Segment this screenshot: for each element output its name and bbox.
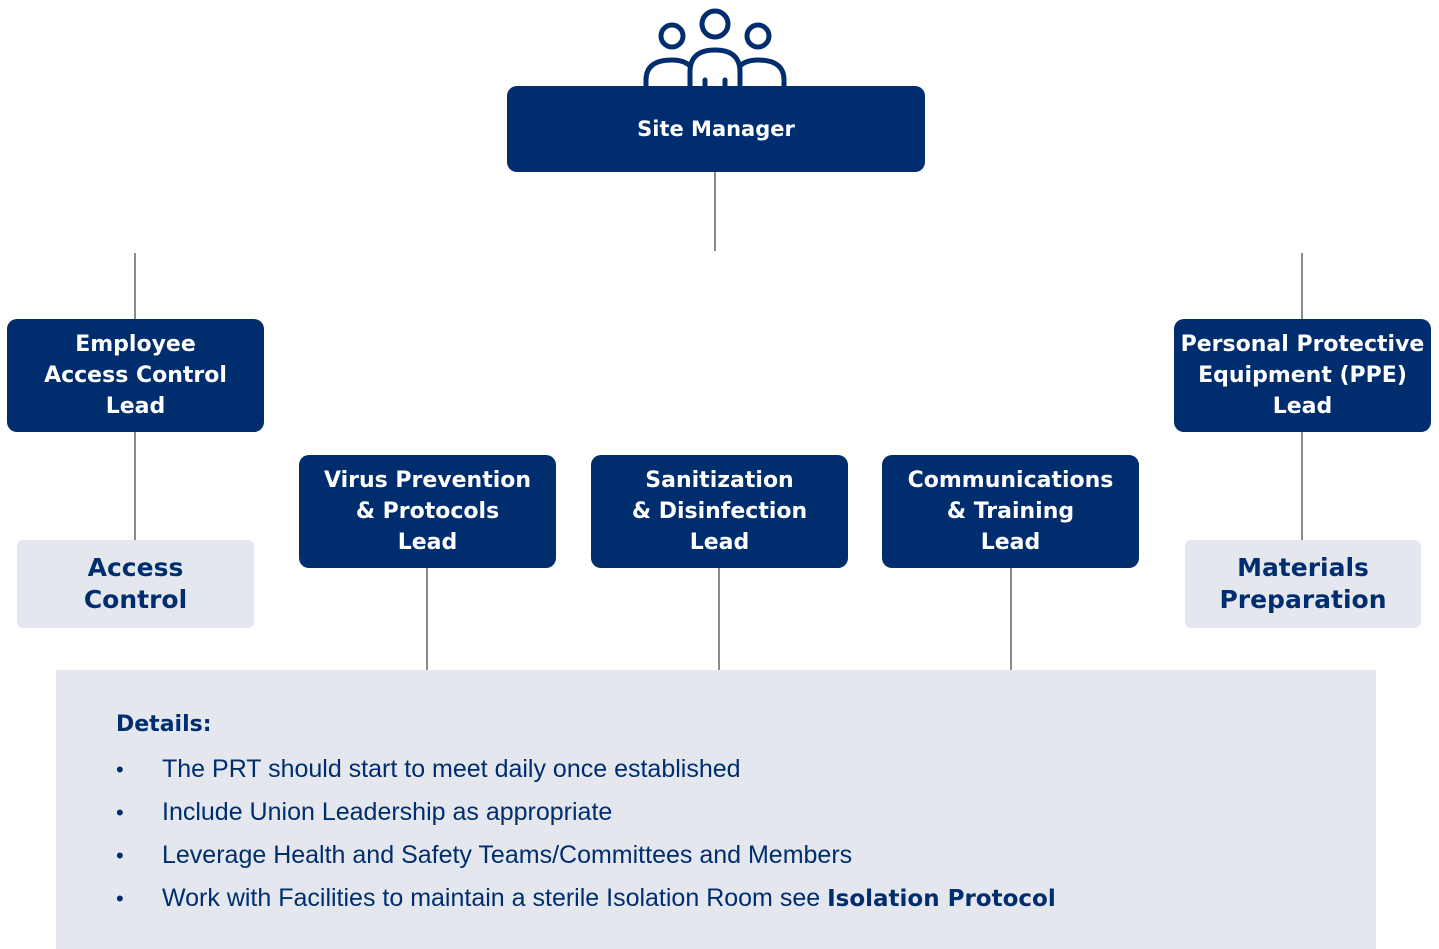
node-line: Lead: [105, 394, 166, 419]
node-line: & Protocols: [355, 499, 500, 524]
list-item: • Include Union Leadership as appropriat…: [116, 791, 1376, 834]
list-item: • The PRT should start to meet daily onc…: [116, 748, 1376, 791]
details-list: • The PRT should start to meet daily onc…: [116, 748, 1376, 920]
connector-line-site-manager: [714, 172, 716, 251]
connector-line-virus: [426, 568, 428, 670]
list-item: • Work with Facilities to maintain a ste…: [116, 877, 1376, 920]
bullet-icon: •: [116, 800, 124, 825]
connector-line-sanitization: [718, 568, 720, 670]
list-item-text: Include Union Leadership as appropriate: [162, 798, 613, 826]
connector-line-ppe-bottom: [1301, 432, 1303, 540]
connector-line-employee-bottom: [134, 432, 136, 540]
list-item-text: The PRT should start to meet daily once …: [162, 755, 741, 783]
bullet-icon: •: [116, 886, 124, 911]
node-line: Equipment (PPE): [1198, 363, 1407, 388]
node-line: Personal Protective: [1180, 332, 1425, 357]
sanitization-lead-node: Sanitization & Disinfection Lead: [591, 455, 848, 568]
node-line: Preparation: [1219, 585, 1387, 614]
node-line: Lead: [689, 530, 750, 555]
node-line: Lead: [1272, 394, 1333, 419]
node-line: Sanitization: [645, 468, 794, 493]
details-title: Details:: [116, 712, 212, 737]
people-group-icon: [643, 8, 787, 92]
bullet-icon: •: [116, 757, 124, 782]
communications-lead-node: Communications & Training Lead: [882, 455, 1139, 568]
details-panel: Details: • The PRT should start to meet …: [56, 670, 1376, 949]
site-manager-node: Site Manager: [507, 86, 925, 172]
list-item-text: Work with Facilities to maintain a steri…: [162, 884, 828, 912]
node-line: Communications: [907, 468, 1114, 493]
materials-preparation-node: Materials Preparation: [1185, 540, 1421, 628]
node-line: Lead: [397, 530, 458, 555]
node-line: Access: [87, 553, 184, 582]
isolation-protocol-link[interactable]: Isolation Protocol: [827, 886, 1056, 912]
bullet-icon: •: [116, 843, 124, 868]
node-line: Access Control: [44, 363, 227, 388]
node-line: Materials: [1237, 553, 1369, 582]
node-line: Control: [83, 585, 188, 614]
virus-prevention-lead-node: Virus Prevention & Protocols Lead: [299, 455, 556, 568]
access-control-node: Access Control: [17, 540, 254, 628]
connector-line-communications: [1010, 568, 1012, 670]
ppe-lead-node: Personal Protective Equipment (PPE) Lead: [1174, 319, 1431, 432]
site-manager-label: Site Manager: [637, 116, 795, 141]
list-item-text: Leverage Health and Safety Teams/Committ…: [162, 841, 853, 869]
connector-line-employee-top: [134, 253, 136, 319]
node-line: & Disinfection: [631, 499, 808, 524]
connector-line-ppe-top: [1301, 253, 1303, 319]
node-line: Employee: [75, 332, 196, 357]
node-line: Virus Prevention: [323, 468, 532, 493]
employee-access-control-lead-node: Employee Access Control Lead: [7, 319, 264, 432]
node-line: Lead: [980, 530, 1041, 555]
node-line: & Training: [946, 499, 1075, 524]
list-item: • Leverage Health and Safety Teams/Commi…: [116, 834, 1376, 877]
